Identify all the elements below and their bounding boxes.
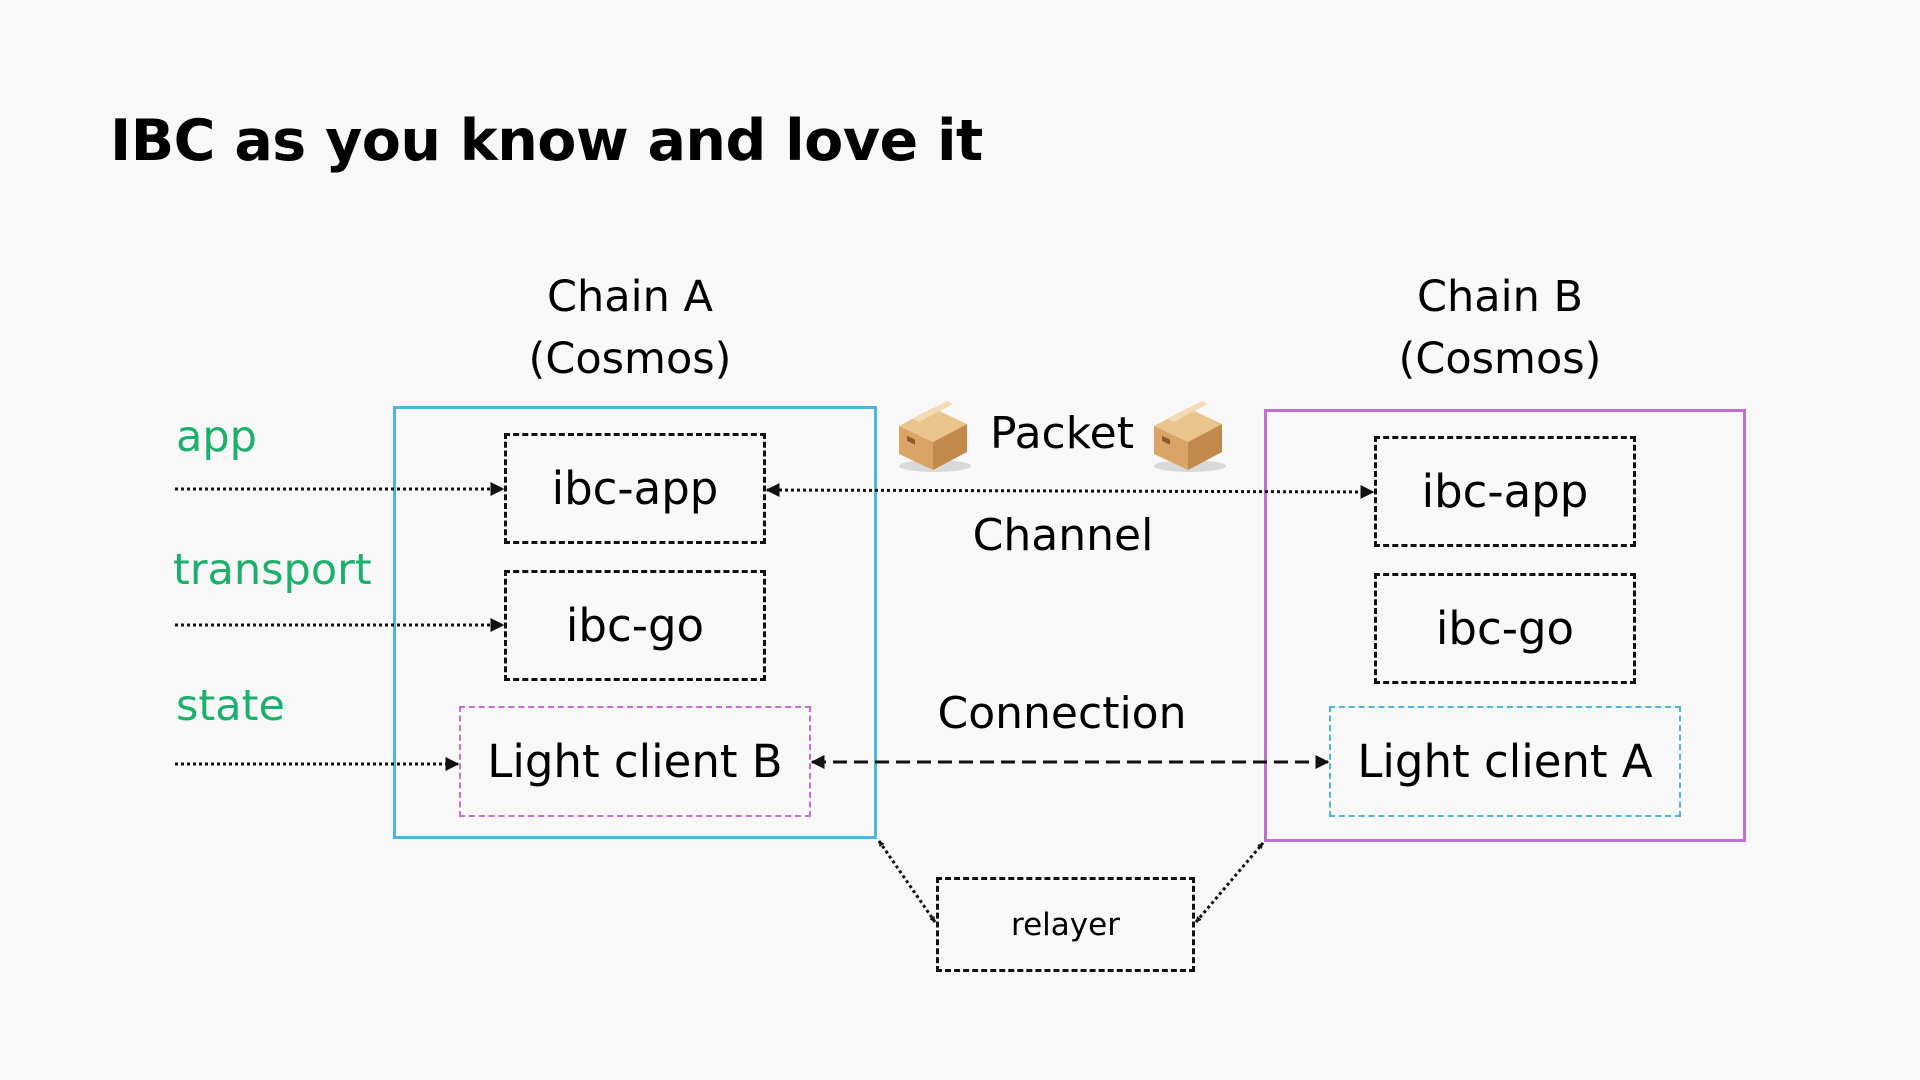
channel-arrow (765, 483, 1375, 499)
package-icon (899, 401, 971, 472)
layer-label-app: app (176, 412, 257, 462)
chain-a-light-client-label: Light client B (487, 735, 783, 788)
chain-b-ibc-app: ibc-app (1374, 436, 1636, 547)
package-icon (1154, 401, 1226, 472)
chain-a-title: Chain A (Cosmos) (470, 266, 790, 390)
page-title: IBC as you know and love it (110, 108, 983, 174)
chain-b-title: Chain B (Cosmos) (1340, 266, 1660, 390)
chain-b-box (1264, 409, 1746, 842)
relayer-link-a (877, 840, 937, 923)
chain-b-ibc-go-label: ibc-go (1435, 602, 1575, 655)
chain-a-box (393, 406, 877, 839)
relayer-label: relayer (1011, 906, 1120, 943)
channel-label: Channel (972, 510, 1154, 561)
chain-b-light-client-label: Light client A (1357, 735, 1653, 788)
connection-label: Connection (937, 688, 1187, 739)
layer-label-transport: transport (173, 545, 372, 595)
relayer-box: relayer (936, 877, 1195, 972)
chain-b-type: (Cosmos) (1398, 334, 1602, 384)
chain-a-name: Chain A (547, 272, 713, 322)
chain-a-ibc-app-label: ibc-app (551, 462, 719, 515)
chain-b-ibc-go: ibc-go (1374, 573, 1636, 684)
chain-b-light-client: Light client A (1329, 706, 1681, 817)
chain-a-ibc-go: ibc-go (504, 570, 766, 681)
chain-b-name: Chain B (1417, 272, 1583, 322)
layer-label-state: state (176, 681, 285, 731)
chain-a-type: (Cosmos) (528, 334, 732, 384)
chain-a-ibc-go-label: ibc-go (565, 599, 705, 652)
relayer-link-b (1194, 842, 1265, 923)
chain-a-light-client: Light client B (459, 706, 811, 817)
chain-a-ibc-app: ibc-app (504, 433, 766, 544)
chain-b-ibc-app-label: ibc-app (1421, 465, 1589, 518)
packet-label: Packet (990, 408, 1134, 459)
